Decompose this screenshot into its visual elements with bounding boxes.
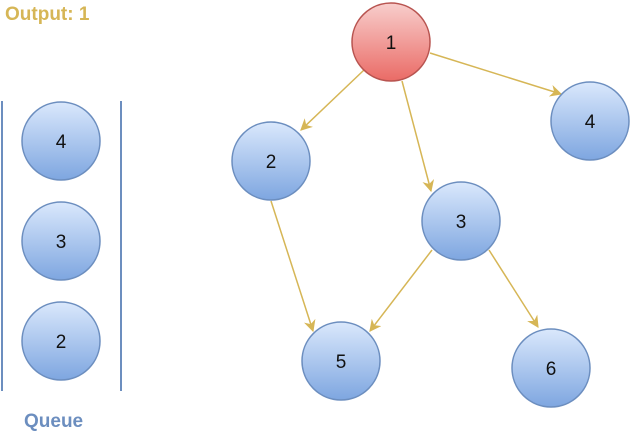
queue-label: Queue (24, 411, 84, 432)
graph-node-label: 1 (386, 33, 397, 54)
graph-node-3: 3 (421, 181, 501, 261)
graph-node-label: 4 (585, 112, 596, 133)
queue-item-label: 3 (56, 232, 67, 253)
edge-1-3 (401, 80, 435, 193)
queue-item-label: 4 (56, 132, 67, 153)
queue-item: 3 (21, 201, 101, 281)
queue-item: 4 (21, 101, 101, 181)
output-label: Output: 1 (5, 4, 90, 25)
graph-node-label: 6 (546, 359, 557, 380)
graph-node-5: 5 (301, 321, 381, 401)
edge-2-5 (270, 200, 316, 333)
edge-1-4 (429, 52, 563, 97)
queue-item-label: 2 (56, 332, 67, 353)
edge-1-2 (300, 69, 365, 131)
edge-3-6 (488, 249, 539, 329)
graph-node-6: 6 (511, 328, 591, 408)
edge-3-5 (369, 249, 433, 332)
graph-node-label: 5 (336, 352, 347, 373)
graph-node-label: 2 (266, 152, 277, 173)
graph-node-1: 1 (351, 2, 431, 82)
graph-node-4: 4 (550, 81, 630, 161)
graph-node-label: 3 (456, 212, 467, 233)
graph-node-2: 2 (231, 121, 311, 201)
queue-item: 2 (21, 301, 101, 381)
